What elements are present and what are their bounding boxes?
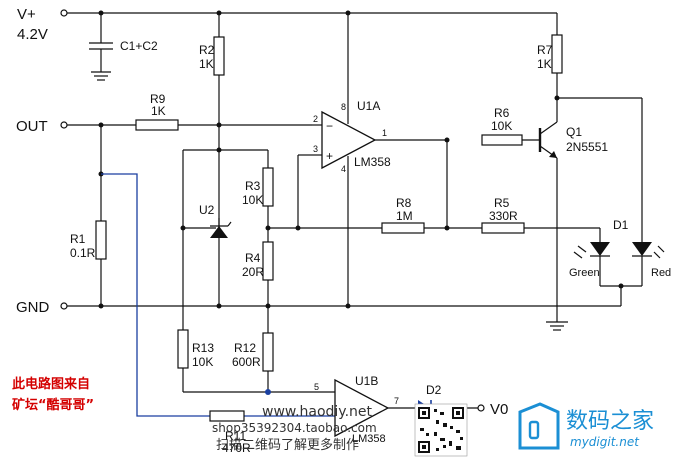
resistor-r4	[262, 241, 274, 333]
u2-label: U2	[199, 203, 215, 217]
q1-label: Q1	[566, 125, 582, 139]
pin-7: 7	[394, 396, 399, 406]
r2-value: 1K	[199, 57, 214, 71]
resistor-r5	[481, 222, 525, 234]
qr-code-icon	[414, 403, 468, 457]
r3-value: 10K	[242, 193, 263, 207]
brand-logo-icon	[518, 402, 560, 450]
svg-text:−: −	[326, 119, 333, 133]
led-d1	[557, 97, 665, 307]
r1-value: 0.1R	[70, 246, 96, 260]
regulator-u2	[180, 218, 232, 238]
resistor-r3	[262, 167, 274, 242]
pin-4: 4	[341, 164, 346, 174]
resistor-r7	[551, 13, 563, 122]
r8-name: R8	[396, 196, 412, 210]
q1-part: 2N5551	[566, 140, 608, 154]
vplus-label: V+	[17, 6, 36, 23]
pin-5: 5	[314, 382, 319, 392]
u1b-part: LM358	[352, 433, 386, 445]
r9-name: R9	[150, 92, 166, 106]
r6-name: R6	[494, 106, 510, 120]
out-label: OUT	[16, 118, 48, 135]
r11-value: 470R	[222, 441, 251, 455]
r9-value: 1K	[151, 104, 166, 118]
resistor-r9	[135, 119, 179, 131]
brand-name: 数码之家	[566, 409, 654, 434]
credit-line-2: 矿坛“酷哥哥”	[12, 397, 94, 413]
gnd-rail	[60, 302, 557, 310]
r12-name: R12	[234, 341, 256, 355]
credit-line-1: 此电路图来自	[12, 376, 90, 392]
resistor-r8	[381, 222, 425, 234]
r1-name: R1	[70, 232, 86, 246]
r4-value: 20R	[242, 265, 264, 279]
pin-2: 2	[313, 114, 318, 124]
r3-name: R3	[245, 179, 261, 193]
u1a-part: LM358	[354, 155, 391, 169]
r12-value: 600R	[232, 355, 261, 369]
resistor-r6	[481, 134, 540, 146]
green-label: Green	[569, 267, 600, 279]
opamp-u1a: − +	[312, 10, 450, 309]
r7-value: 1K	[537, 57, 552, 71]
u1b-label: U1B	[355, 374, 378, 388]
r6-value: 10K	[491, 119, 512, 133]
pin-1: 1	[382, 128, 387, 138]
r13-value: 10K	[192, 355, 213, 369]
r2-name: R2	[199, 43, 215, 57]
resistor-r1	[95, 122, 107, 309]
transistor-q1	[538, 121, 568, 331]
d2-label: D2	[426, 383, 442, 397]
r5-value: 330R	[489, 209, 518, 223]
watermark-shop: shop35392304.taobao.com	[212, 421, 377, 435]
sense-wire	[101, 173, 335, 422]
r4-name: R4	[245, 251, 261, 265]
gnd-label: GND	[16, 299, 50, 316]
vplus-rail	[60, 9, 557, 17]
red-label: Red	[651, 267, 671, 279]
feedback-net	[268, 154, 600, 231]
capacitor-c1c2	[89, 10, 113, 81]
resistor-r13	[177, 228, 268, 393]
voltage-label: 4.2V	[17, 26, 48, 43]
r8-value: 1M	[396, 209, 413, 223]
pin-8: 8	[341, 102, 346, 112]
resistor-r12	[262, 332, 335, 395]
c1c2-label: C1+C2	[120, 39, 158, 53]
u1a-label: U1A	[357, 99, 380, 113]
pin-3: 3	[313, 144, 318, 154]
d1-label: D1	[613, 218, 629, 232]
watermark-scan: 扫描二维码了解更多制作	[216, 437, 359, 453]
r5-name: R5	[494, 196, 510, 210]
r13-name: R13	[192, 341, 214, 355]
resistor-r2	[213, 10, 225, 309]
brand-url: mydigit.net	[570, 435, 640, 449]
v0-label: V0	[490, 401, 508, 418]
watermark-site: www.haodiy.net	[262, 404, 373, 420]
r11-name: R11	[225, 429, 246, 443]
svg-text:+: +	[326, 149, 333, 163]
reference-net	[182, 149, 269, 228]
r7-name: R7	[537, 43, 553, 57]
